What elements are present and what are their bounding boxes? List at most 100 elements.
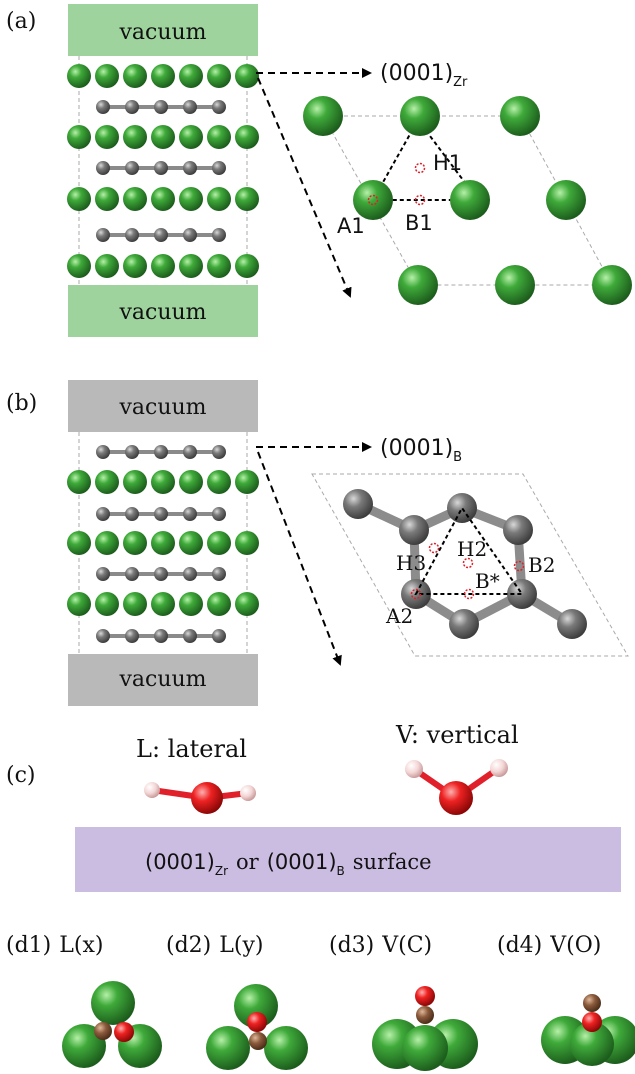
site-label-b2: B2 [528,553,555,577]
site-marker-h2 [462,557,474,569]
zr-atom [151,254,175,278]
carbon-atom [416,1006,434,1024]
boron-atom [125,507,139,521]
zr-atom [67,64,91,88]
zr-atom [67,254,91,278]
zr-atom [207,531,231,555]
site-label-h2: H2 [457,537,487,561]
boron-atom [183,100,197,114]
zr-atom [235,187,259,211]
zr-atom [400,96,440,136]
zr-atom [235,470,259,494]
surface-label-b: (0001)B [380,436,462,465]
zr-atom [264,1026,308,1070]
config-d1 [62,981,162,1068]
zr-atom [234,984,278,1028]
zr-atom [95,187,119,211]
zr-atom [95,64,119,88]
boron-atom [154,629,168,643]
zr-atom [207,254,231,278]
panel-c-label: (c) [6,763,36,788]
arrow-to-top-view-b-diagonal [257,451,342,666]
zr-atom [207,64,231,88]
boron-atom [507,579,537,609]
oxygen-atom [415,986,435,1006]
zr-atom [123,470,147,494]
carbon-atom [249,1032,267,1050]
zr-atom [235,125,259,149]
vacuum-top-label-b: vacuum [118,395,206,420]
zr-atom [91,981,135,1025]
hydrogen-atom [240,785,256,801]
zr-atom [123,125,147,149]
boron-atom [154,507,168,521]
zr-atom [179,531,203,555]
boron-atom [212,445,226,459]
boron-atom [212,228,226,242]
boron-atom [503,515,533,545]
boron-atom [212,161,226,175]
zr-atom [570,1022,614,1066]
zr-atom [151,64,175,88]
boron-atom [212,100,226,114]
site-marker-bstar [463,588,475,600]
boron-atom [212,567,226,581]
boron-atom [212,629,226,643]
water-vertical [405,759,508,815]
carbon-atom [94,1022,112,1040]
vacuum-top-box-b [68,380,258,432]
oxygen-atom [582,1012,602,1032]
zr-atom [495,265,535,305]
boron-atom [96,507,110,521]
zr-atom [123,531,147,555]
site-triangle-a [371,118,480,201]
zr-atom [151,531,175,555]
hydrogen-atom [144,782,160,798]
boron-atom [183,507,197,521]
boron-atom [154,228,168,242]
zr-atom [207,125,231,149]
boron-atom [125,629,139,643]
boron-atom [125,445,139,459]
boron-atom [183,567,197,581]
zr-atom [353,180,393,220]
zr-atom [207,187,231,211]
site-triangle-b [414,506,524,595]
boron-atom [154,567,168,581]
zr-atom [398,265,438,305]
site-label-h3: H3 [396,551,426,575]
config-d4 [541,994,635,1066]
boron-atom [125,228,139,242]
zr-atom [67,470,91,494]
oxygen-atom [191,782,223,814]
zr-atom [235,531,259,555]
orientation-lateral: L: lateral [136,735,247,763]
boron-atom [449,609,479,639]
config-d3 [372,986,478,1071]
zr-atom [95,470,119,494]
panel-d4-label: (d4)V(O) [497,933,601,958]
oxygen-atom [439,781,473,815]
orientation-vertical: V: vertical [395,721,519,749]
site-label-a1: A1 [337,214,365,238]
boron-atom [183,228,197,242]
zr-atom [206,1026,250,1070]
boron-atom [96,161,110,175]
oxygen-atom [247,1012,267,1032]
zr-atom [207,592,231,616]
site-marker-h1 [414,162,426,174]
hydrogen-atom [405,760,423,778]
boron-atom [125,567,139,581]
zr-atom [303,96,343,136]
zr-atom [67,187,91,211]
panel-d1-label: (d1)L(x) [6,933,103,958]
hydrogen-atom [490,759,508,777]
carbon-atom [583,994,601,1012]
surface-box [75,827,621,892]
zr-atom [179,254,203,278]
vacuum-bottom-label-b: vacuum [118,667,206,692]
panel-d2-label: (d2)L(y) [166,933,263,958]
panel-a-top-view: H1 A1 B1 [303,96,632,305]
zr-atom [151,125,175,149]
